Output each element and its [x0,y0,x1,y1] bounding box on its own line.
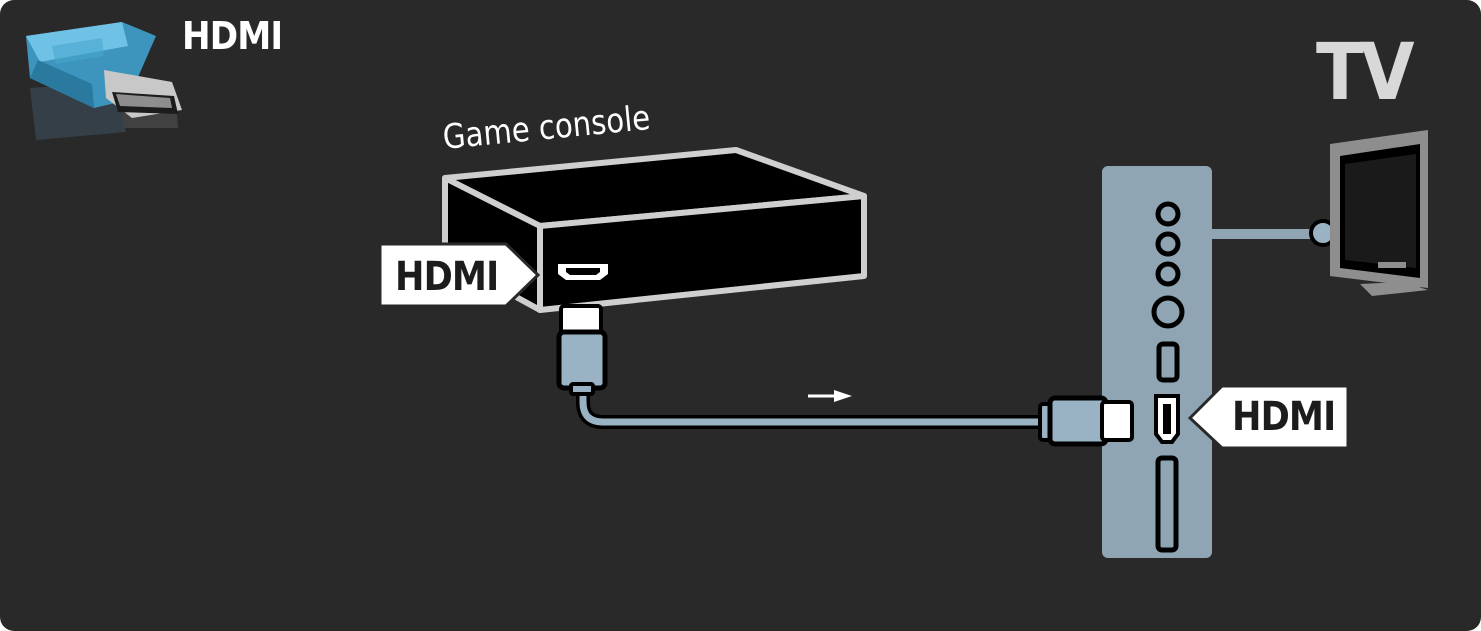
hdmi-plug-tv-end [1040,398,1132,444]
console-port-label: HDMI [395,254,498,300]
hdmi-plug-console-end [559,306,605,394]
tv-title: TV [1316,28,1411,118]
tv-hdmi-port [1156,396,1178,442]
console-hdmi-port [558,264,608,280]
corner-title: HDMI [182,14,282,58]
tv-port-label: HDMI [1232,394,1335,440]
tv-monitor-icon [1330,130,1428,296]
